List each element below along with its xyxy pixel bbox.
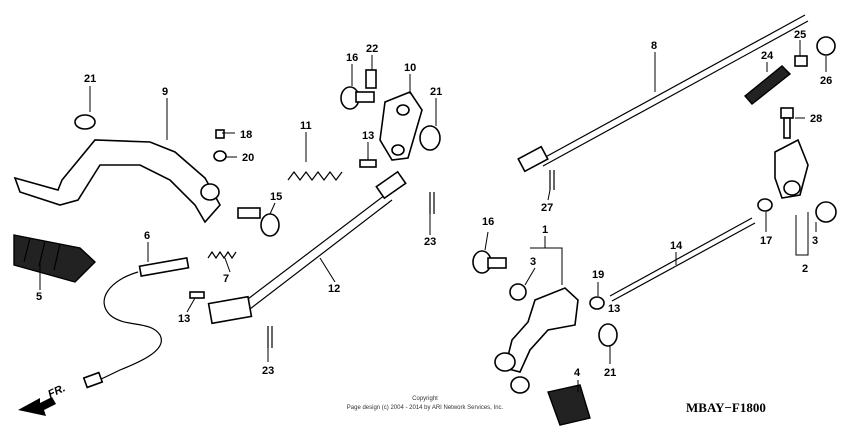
leader-lines: [39, 40, 827, 392]
bracket-10: [379, 91, 423, 161]
callout: 3: [812, 235, 818, 247]
nut-26: [816, 36, 836, 56]
brake-rod-12: [207, 170, 407, 325]
bolt-18: [215, 129, 225, 139]
callout: 23: [262, 365, 274, 377]
callout: 18: [240, 129, 252, 141]
callout: 15: [270, 191, 282, 203]
callout: 8: [651, 40, 657, 52]
joint-assembly-2: [774, 138, 837, 223]
callout: 12: [328, 283, 340, 295]
pin-13-lower: [189, 291, 205, 299]
callout: 7: [223, 273, 229, 285]
callout: 6: [144, 230, 150, 242]
shift-rubber-4: [547, 384, 591, 426]
callout: 25: [794, 29, 806, 41]
direction-label: FR.: [46, 382, 67, 400]
callout: 1: [542, 224, 548, 236]
washer-21-right: [598, 323, 618, 347]
callout: 2: [802, 263, 808, 275]
bushing-16-upper: [340, 86, 375, 110]
callout: 16: [482, 216, 494, 228]
callout: 13: [608, 303, 620, 315]
pivot-bolt-15: [237, 207, 280, 237]
nut-17: [757, 198, 773, 212]
shift-rod-14: [609, 217, 756, 302]
spring-7: [207, 250, 237, 260]
callout: 14: [670, 240, 683, 252]
bolt-22: [365, 69, 377, 89]
spring-24: [743, 65, 792, 105]
pin-13-mid: [359, 159, 377, 168]
bushing-16-lower: [472, 250, 507, 274]
washer-21-mid: [419, 125, 441, 151]
callout: 3: [530, 256, 536, 268]
callout: 21: [604, 367, 616, 379]
footpeg-rubber-5: [13, 234, 97, 283]
callout-labels: 21 9 18 20 5 6 7 13 15 11 16 22 10 21 13…: [36, 29, 832, 379]
callout: 10: [404, 62, 416, 74]
callout: 16: [346, 52, 358, 64]
arrow-left-icon: [18, 397, 56, 416]
bolt-28: [780, 107, 794, 139]
callout: 24: [761, 50, 774, 62]
shift-pedal-1: [494, 287, 579, 394]
washer-21-left: [74, 114, 96, 130]
cotter-pin-23-lower: [267, 326, 273, 348]
callout: 13: [362, 130, 374, 142]
nut-20: [213, 150, 227, 162]
part-25: [794, 55, 808, 67]
copyright-heading: Copyright: [412, 396, 438, 402]
cotter-pin-23-upper: [429, 192, 435, 214]
callout: 26: [820, 75, 832, 87]
callout: 11: [300, 120, 312, 132]
spring-11: [287, 171, 343, 181]
brake-pedal: [13, 139, 221, 224]
callout: 9: [162, 86, 168, 98]
front-direction-indicator: FR.: [18, 382, 67, 416]
copyright-text: Page design (c) 2004 - 2014 by ARI Netwo…: [347, 405, 504, 411]
callout: 21: [430, 86, 442, 98]
callout: 21: [84, 73, 96, 85]
callout: 22: [366, 43, 378, 55]
cotter-pin-27: [549, 170, 555, 190]
callout: 23: [424, 236, 436, 248]
diagram-code: MBAY−F1800: [686, 400, 766, 415]
nut-19: [589, 296, 605, 310]
callout: 19: [592, 269, 604, 281]
callout: 17: [760, 235, 772, 247]
callout: 13: [178, 313, 190, 325]
bolt-3-lower: [509, 283, 527, 301]
callout: 27: [541, 202, 553, 214]
callout: 4: [574, 367, 581, 379]
brake-switch-6: [82, 256, 190, 389]
callout: 20: [242, 152, 254, 164]
shift-rod-8: [517, 14, 809, 173]
callout: 28: [810, 113, 822, 125]
callout: 5: [36, 291, 42, 303]
